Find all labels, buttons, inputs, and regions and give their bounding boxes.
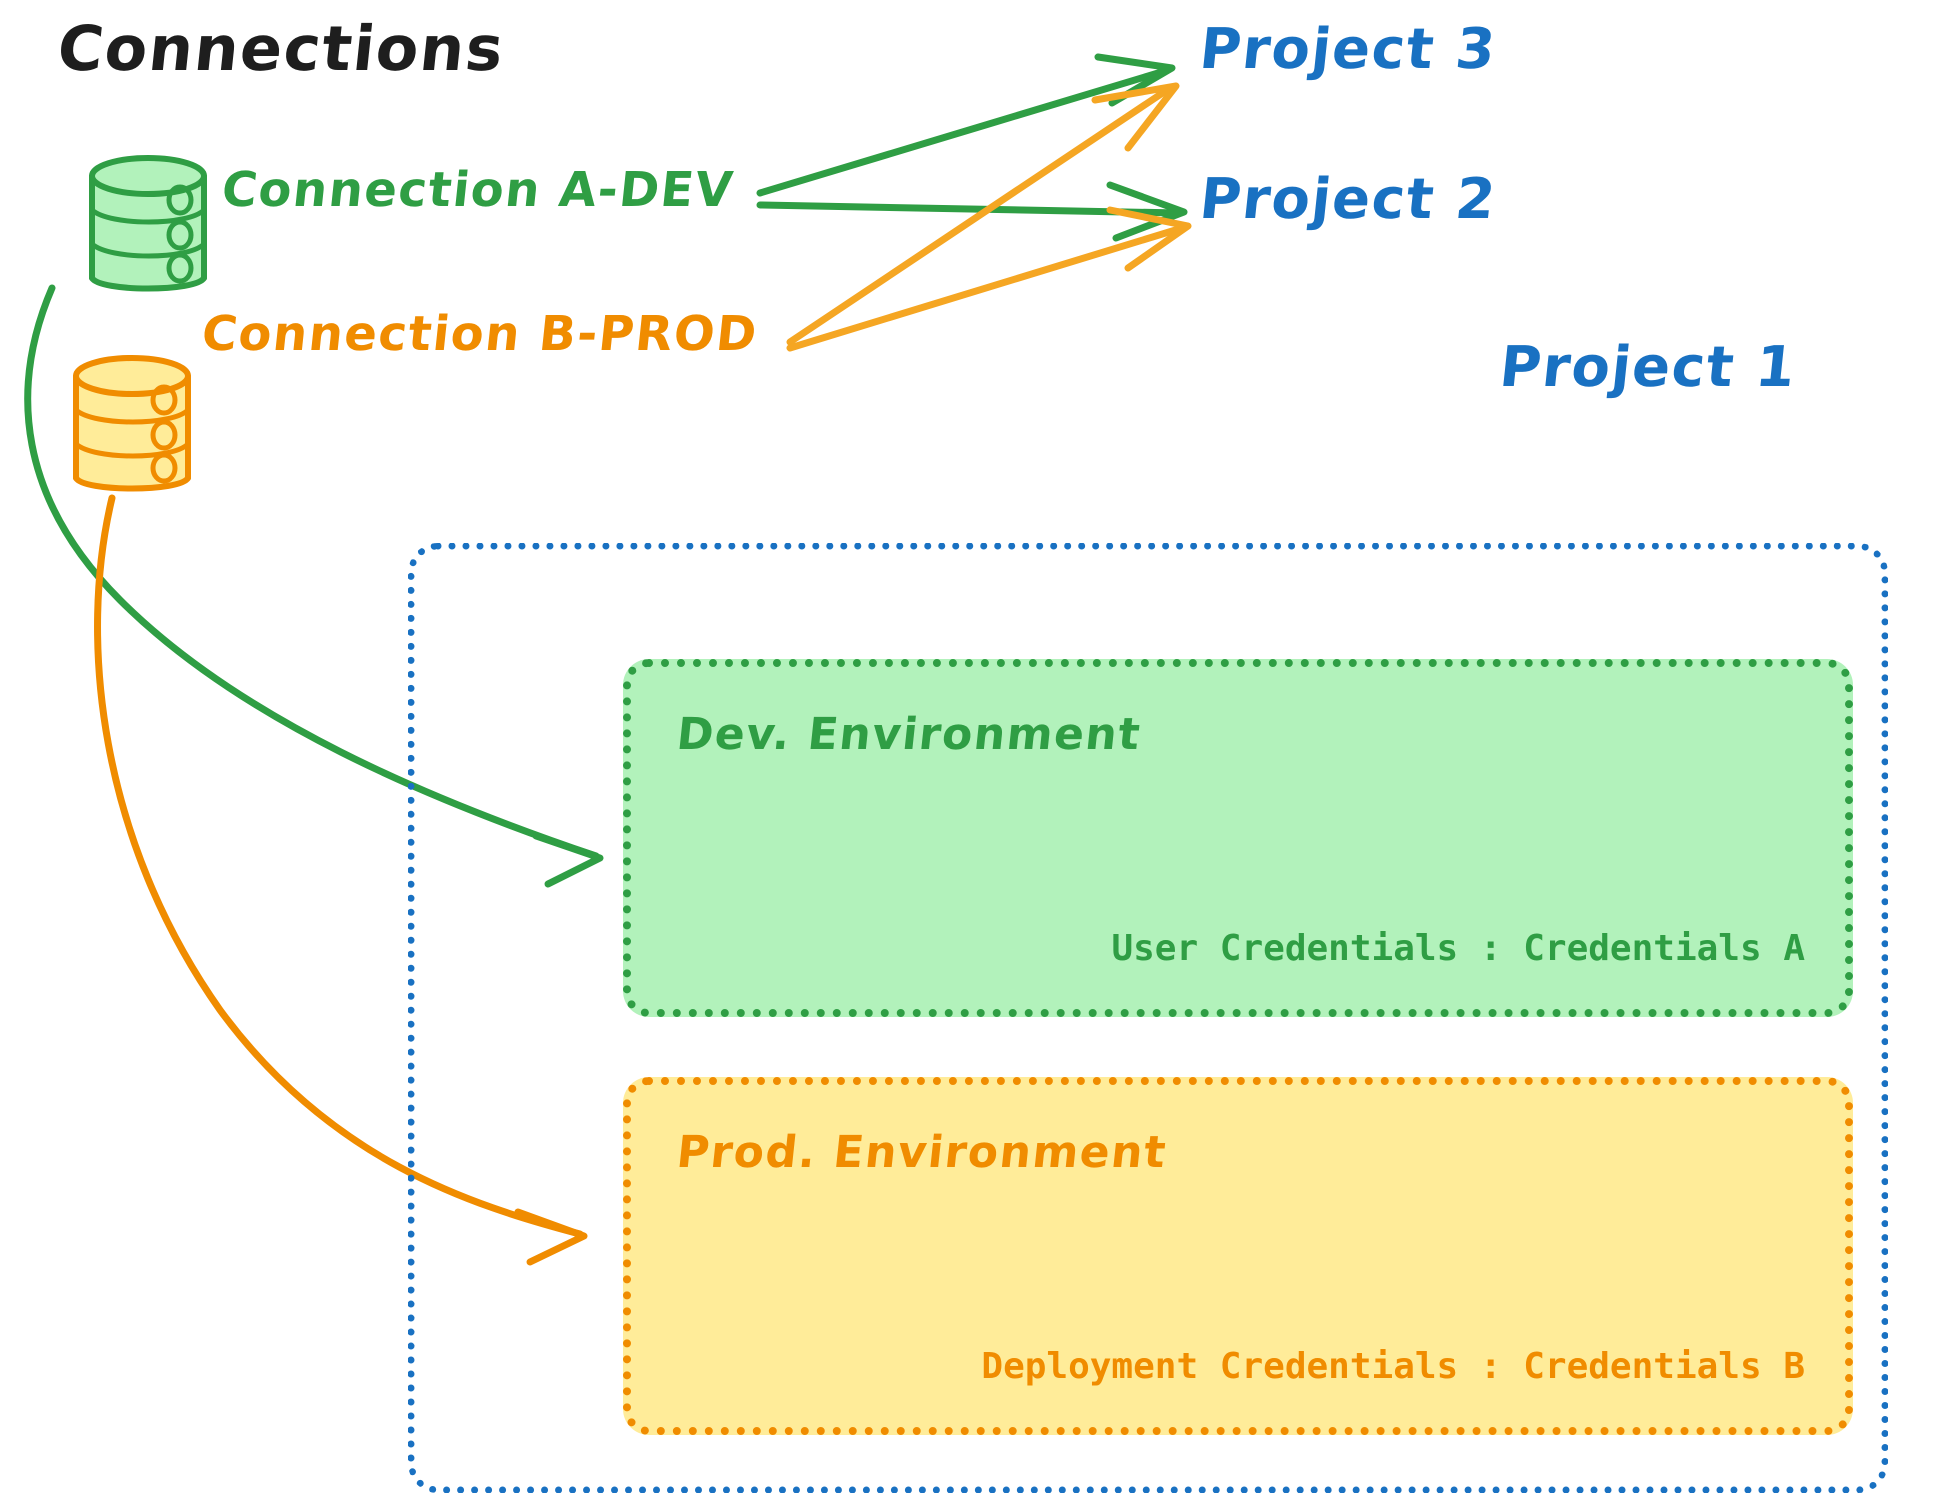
edge-b-prod-to-project-2 — [786, 206, 1192, 352]
prod-environment-credentials: Deployment Credentials : Credentials B — [981, 1346, 1805, 1387]
database-cylinder-icon-a-dev[interactable] — [89, 155, 207, 292]
connection-label-a-dev[interactable]: Connection A-DEV — [219, 162, 737, 218]
project-label-project-2[interactable]: Project 2 — [1196, 167, 1500, 232]
dev-environment-box[interactable]: Dev. Environment User Credentials : Cred… — [623, 659, 1853, 1017]
edge-a-dev-to-project-2 — [756, 181, 1188, 242]
project-label-project-3[interactable]: Project 3 — [1196, 17, 1500, 82]
edge-a-dev-to-project-3 — [756, 53, 1176, 197]
prod-environment-box[interactable]: Prod. Environment Deployment Credentials… — [623, 1077, 1853, 1435]
project-label-project-1[interactable]: Project 1 — [1496, 335, 1800, 400]
database-cylinder-icon-b-prod[interactable] — [73, 355, 191, 492]
dev-environment-title: Dev. Environment — [674, 709, 1144, 760]
page-title: Connections — [54, 12, 509, 85]
edge-b-prod-to-project-3 — [786, 82, 1180, 346]
project-1-container: Dev. Environment User Credentials : Cred… — [408, 543, 1888, 1493]
prod-environment-title: Prod. Environment — [674, 1127, 1170, 1178]
connection-label-b-prod[interactable]: Connection B-PROD — [199, 306, 761, 362]
dev-environment-credentials: User Credentials : Credentials A — [1111, 928, 1805, 969]
